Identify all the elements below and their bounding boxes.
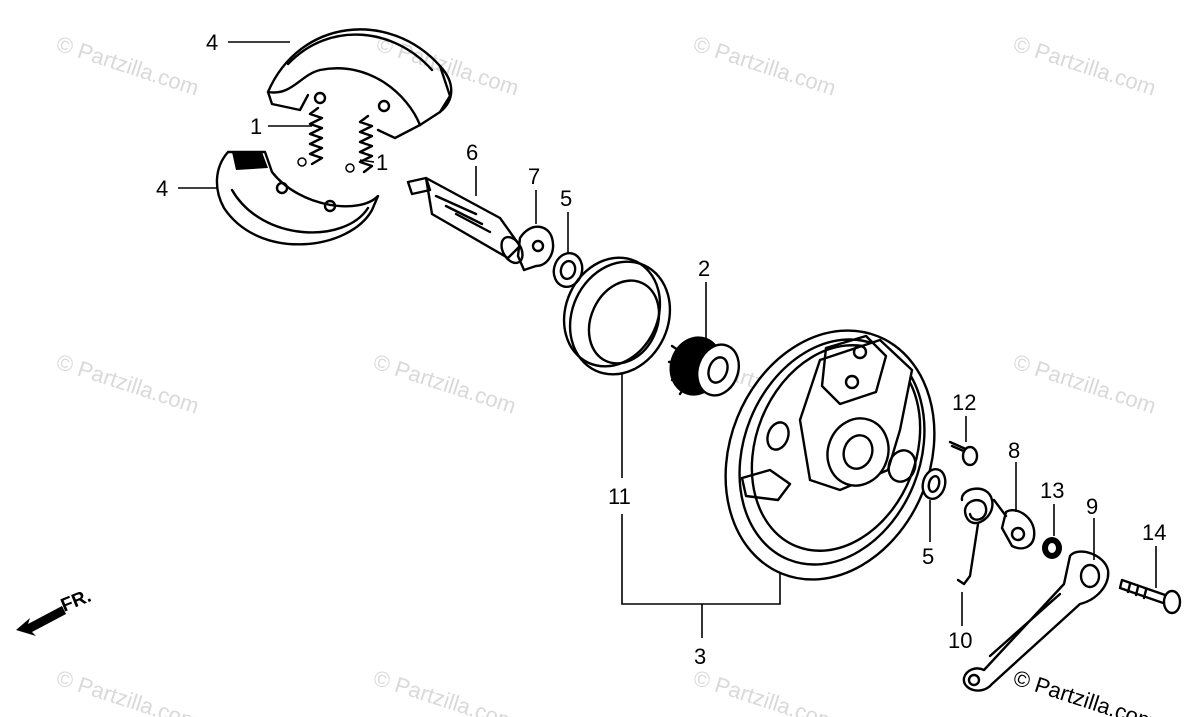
front-label: FR. <box>58 586 94 617</box>
shoe-spring-left <box>297 106 324 167</box>
callout-6: 6 <box>466 140 478 165</box>
callout-1-left: 1 <box>250 114 262 139</box>
callout-5-upper: 5 <box>560 186 572 211</box>
watermark: © Partzilla.com <box>53 349 202 419</box>
watermark: © Partzilla.com <box>690 31 839 101</box>
callout-4-lower: 4 <box>156 176 168 201</box>
front-arrow-icon <box>16 606 66 636</box>
brake-arm <box>962 550 1110 692</box>
indicator-plate <box>1000 509 1036 550</box>
bracket-3 <box>621 514 781 638</box>
leader-lines <box>178 41 1157 638</box>
wear-indicator-plate <box>516 225 555 272</box>
watermark: © Partzilla.com <box>1010 665 1159 717</box>
callout-11: 11 <box>608 484 631 509</box>
callout-10: 10 <box>948 628 972 653</box>
callout-1-right: 1 <box>376 150 388 175</box>
callout-9: 9 <box>1086 494 1098 519</box>
watermark: © Partzilla.com <box>1010 349 1159 419</box>
watermark: © Partzilla.com <box>690 665 839 717</box>
callout-5-lower: 5 <box>922 544 934 569</box>
brake-shoe-lower <box>215 150 380 246</box>
front-indicator: FR. <box>16 586 94 636</box>
callout-2: 2 <box>698 256 710 281</box>
dust-seal-upper <box>552 251 584 289</box>
panel-bolt <box>948 440 979 467</box>
lever-nut <box>1042 537 1062 559</box>
watermark: © Partzilla.com <box>53 665 202 717</box>
callout-7: 7 <box>528 164 540 189</box>
shoe-spring-right <box>345 114 374 174</box>
callout-13: 13 <box>1040 478 1064 503</box>
arm-bolt <box>1118 578 1182 615</box>
brake-cam <box>406 176 524 265</box>
return-spring <box>956 487 1008 586</box>
callout-14: 14 <box>1142 520 1166 545</box>
dust-seal-lower <box>921 468 947 500</box>
callout-12: 12 <box>952 390 976 415</box>
callout-8: 8 <box>1008 438 1020 463</box>
watermark: © Partzilla.com <box>370 349 519 419</box>
callout-4-upper: 4 <box>206 30 218 55</box>
oil-seal <box>562 256 672 376</box>
speedometer-gear <box>667 336 740 397</box>
leader-1b <box>359 159 375 163</box>
brake-panel <box>724 329 936 581</box>
watermark: © Partzilla.com <box>53 31 202 101</box>
watermark: © Partzilla.com <box>1010 31 1159 101</box>
callouts: 4 1 1 4 6 7 5 2 11 12 8 13 9 14 5 10 3 <box>156 30 1166 669</box>
watermark: © Partzilla.com <box>370 665 519 717</box>
brake-shoe-upper <box>266 28 453 140</box>
callout-3: 3 <box>694 644 706 669</box>
